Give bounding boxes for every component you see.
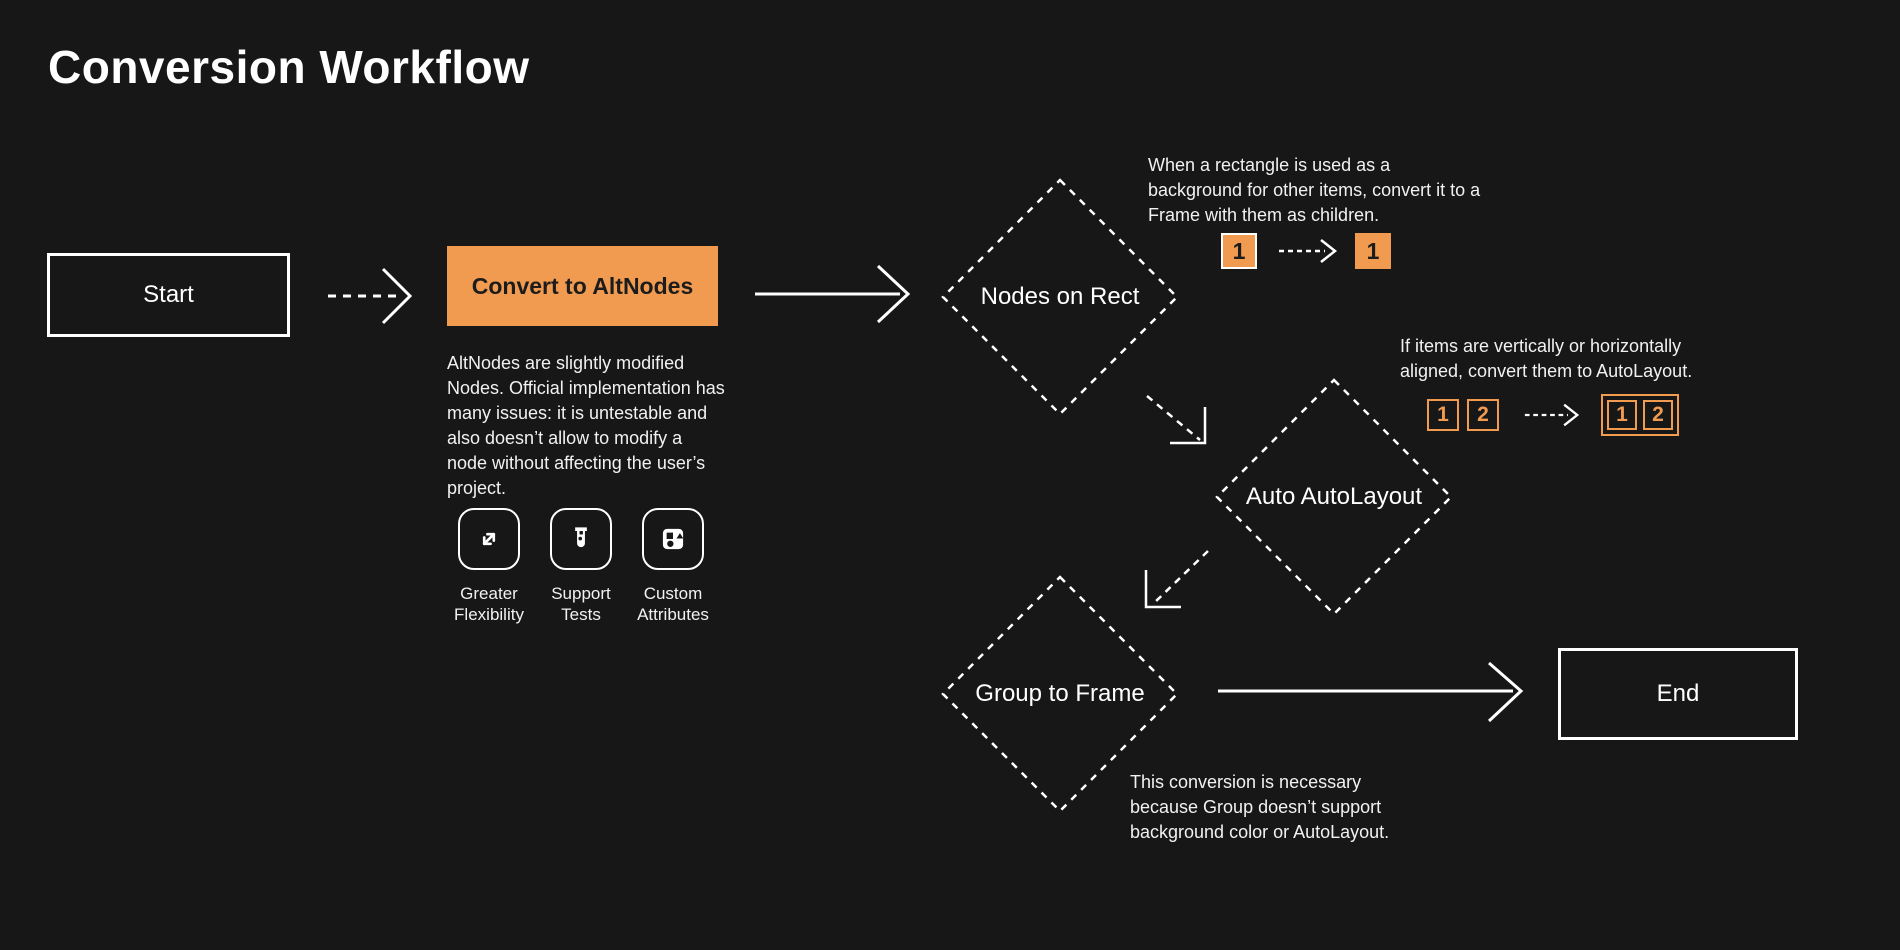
start-node[interactable]: Start bbox=[47, 253, 290, 337]
solid-arrow-group-to-end bbox=[1218, 661, 1524, 723]
auto-autolayout-label: Auto AutoLayout bbox=[1245, 483, 1423, 510]
group-to-frame-diamond[interactable] bbox=[941, 575, 1179, 813]
autolayout-group-frame: 1 2 bbox=[1601, 394, 1679, 436]
feature-greater-flexibility: Greater Flexibility bbox=[445, 508, 533, 625]
convert-to-altnodes-node[interactable]: Convert to AltNodes bbox=[447, 246, 718, 326]
dashed-arrow-icon bbox=[1279, 239, 1338, 263]
nodes-on-rect-label: Nodes on Rect bbox=[980, 283, 1140, 310]
aligned-item-2: 2 bbox=[1467, 399, 1499, 431]
nodes-on-rect-diamond[interactable] bbox=[941, 178, 1179, 416]
convert-to-altnodes-label: Convert to AltNodes bbox=[471, 272, 694, 299]
test-tube-icon bbox=[550, 508, 612, 570]
altnodes-note: AltNodes are slightly modified Nodes. Of… bbox=[447, 353, 725, 498]
autolayout-item-1: 1 bbox=[1607, 400, 1637, 430]
feature-label: Custom Attributes bbox=[637, 584, 709, 624]
frame-item-after: 1 bbox=[1355, 233, 1391, 269]
page-title: Conversion Workflow bbox=[48, 41, 530, 93]
auto-autolayout-note: If items are vertically or horizontally … bbox=[1400, 336, 1693, 381]
dashed-arrow-autolayout-to-group bbox=[1144, 550, 1209, 609]
rect-to-frame-example: 1 1 bbox=[1221, 233, 1391, 269]
shapes-icon bbox=[642, 508, 704, 570]
rect-item-before: 1 bbox=[1221, 233, 1257, 269]
feature-custom-attributes: Custom Attributes bbox=[629, 508, 717, 625]
aligned-item-1: 1 bbox=[1427, 399, 1459, 431]
feature-label: Greater Flexibility bbox=[454, 584, 524, 624]
altnodes-features: Greater Flexibility Support Tests bbox=[445, 508, 717, 625]
group-to-frame-label: Group to Frame bbox=[975, 680, 1145, 707]
feature-support-tests: Support Tests bbox=[537, 508, 625, 625]
autolayout-item-2: 2 bbox=[1643, 400, 1673, 430]
dashed-arrow-nodes-to-autolayout bbox=[1146, 395, 1207, 445]
feature-label: Support Tests bbox=[551, 584, 611, 624]
end-node-label: End bbox=[1656, 680, 1700, 707]
end-node[interactable]: End bbox=[1558, 648, 1798, 740]
start-node-label: Start bbox=[143, 281, 194, 308]
group-to-frame-note: This conversion is necessary because Gro… bbox=[1130, 772, 1390, 842]
auto-autolayout-diamond[interactable] bbox=[1215, 378, 1453, 616]
dashed-arrow-icon bbox=[1524, 403, 1580, 427]
solid-arrow-convert-to-nodes-on-rect bbox=[755, 264, 911, 324]
dashed-arrow-start-to-convert bbox=[328, 267, 413, 325]
nodes-on-rect-note: When a rectangle is used as a background… bbox=[1148, 155, 1481, 225]
autolayout-example: 1 2 1 2 bbox=[1427, 394, 1679, 436]
expand-arrows-icon bbox=[458, 508, 520, 570]
